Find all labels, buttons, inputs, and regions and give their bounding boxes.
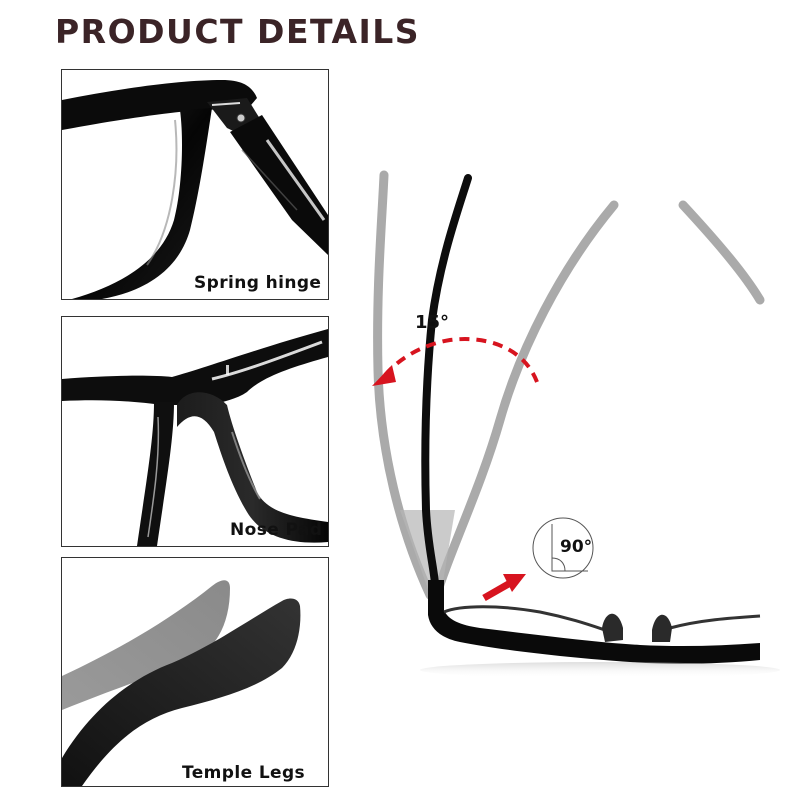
ghost-temple-right [678,200,765,305]
panel-label: Nose Pad [230,520,323,540]
folding-diagram: 15° 90° [340,150,800,690]
right-angle-label: 90° [560,537,593,557]
page-title: PRODUCT DETAILS [55,12,421,51]
red-arrow-icon [482,574,526,602]
temple-legs-image [62,580,301,786]
right-angle-icon [532,517,594,579]
fold-angle-label: 15° [415,312,450,333]
ghost-temple-left [373,170,435,600]
nose-pad-image [62,329,328,546]
panel-label: Temple Legs [182,763,306,783]
folding-glasses-image [372,170,780,678]
panel-temple-legs: Temple Legs [61,557,329,787]
black-temple [421,174,472,599]
curved-dashed-arrow-icon [383,337,539,383]
panel-nose-pad: Nose Pad [61,316,329,547]
ghost-temple-mid [430,200,619,605]
spring-hinge-image [62,80,328,299]
curved-arrow-head-icon [372,365,396,386]
panel-label: Spring hinge [194,273,322,293]
panel-spring-hinge: Spring hinge [61,69,329,300]
